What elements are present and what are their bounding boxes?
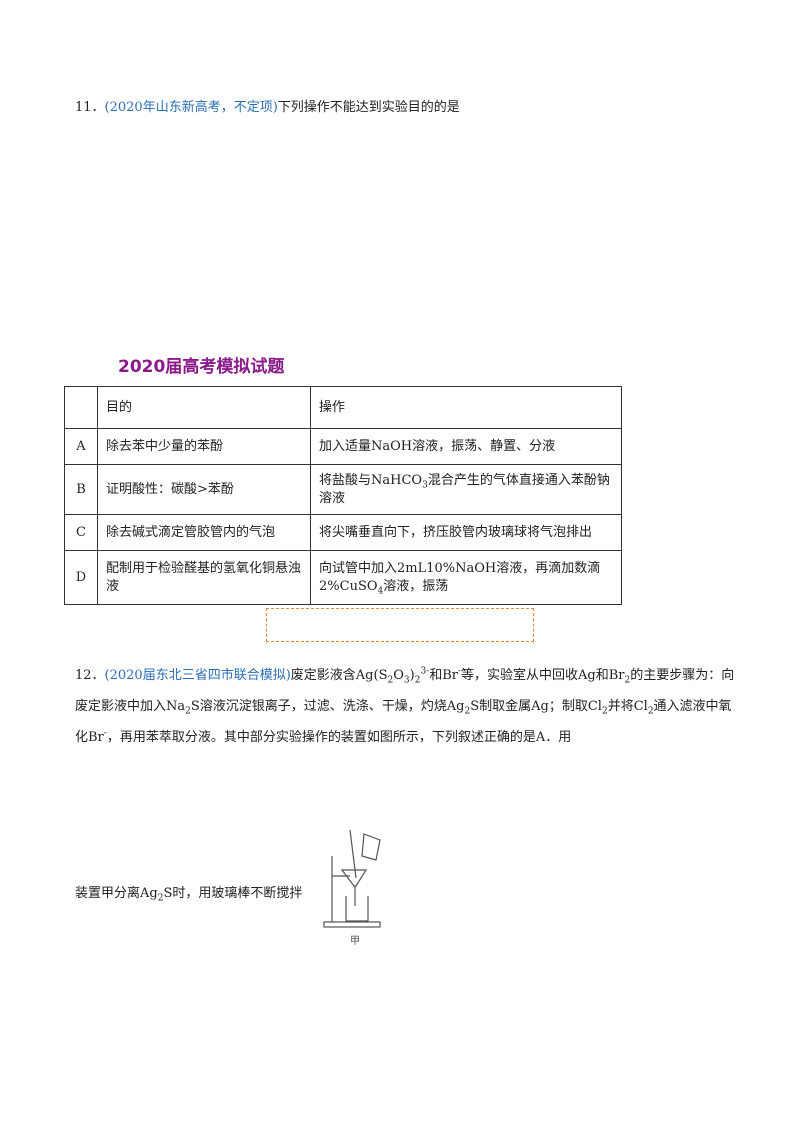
row-purpose: 除去碱式滴定管胶管内的气泡 [97, 514, 311, 551]
row-operation: 加入适量NaOH溶液，振荡、静置、分液 [310, 428, 622, 465]
table-header-cell: 目的 [97, 386, 311, 429]
table-row: A 除去苯中少量的苯酚 加入适量NaOH溶液，振荡、静置、分液 [64, 428, 622, 465]
option-a-text: 装置甲分离Ag2S时，用玻璃棒不断搅拌 [75, 886, 303, 904]
question-11: 11．(2020年山东新高考，不定项)下列操作不能达到实验目的的是 [75, 98, 460, 118]
table-row: D 配制用于检验醛基的氢氧化铜悬浊液 向试管中加入2mL10%NaOH溶液，再滴… [64, 550, 622, 605]
filtration-apparatus-figure: 甲 [323, 829, 381, 947]
table-header-row: 目的 操作 [64, 386, 622, 429]
dashed-placeholder-box [266, 608, 534, 642]
table-header-cell: 操作 [310, 386, 622, 429]
question-source[interactable]: (2020年山东新高考，不定项) [104, 100, 278, 115]
row-label: D [64, 550, 98, 605]
row-purpose: 除去苯中少量的苯酚 [97, 428, 311, 465]
figure-label: 甲 [350, 936, 360, 947]
question-12: 12．(2020届东北三省四市联合模拟)废定影液含Ag(S2O3)23-和Br-… [75, 666, 735, 745]
question-stem: 下列操作不能达到实验目的的是 [277, 100, 460, 115]
section-title: 2020届高考模拟试题 [118, 357, 285, 377]
row-purpose: 配制用于检验醛基的氢氧化铜悬浊液 [97, 550, 311, 605]
question-source[interactable]: (2020届东北三省四市联合模拟) [104, 668, 291, 683]
table-row: B 证明酸性：碳酸>苯酚 将盐酸与NaHCO3混合产生的气体直接通入苯酚钠溶液 [64, 464, 622, 515]
row-operation: 将盐酸与NaHCO3混合产生的气体直接通入苯酚钠溶液 [310, 464, 622, 515]
row-operation: 向试管中加入2mL10%NaOH溶液，再滴加数滴2%CuSO4溶液，振荡 [310, 550, 622, 605]
row-operation: 将尖嘴垂直向下，挤压胶管内玻璃球将气泡排出 [310, 514, 622, 551]
table-row: C 除去碱式滴定管胶管内的气泡 将尖嘴垂直向下，挤压胶管内玻璃球将气泡排出 [64, 514, 622, 551]
glass-rod [349, 829, 357, 879]
operations-table: 目的 操作 A 除去苯中少量的苯酚 加入适量NaOH溶液，振荡、静置、分液 B … [64, 386, 622, 605]
row-purpose: 证明酸性：碳酸>苯酚 [97, 464, 311, 515]
question-number: 12． [75, 668, 105, 683]
question-number: 11． [75, 100, 105, 115]
beaker [345, 896, 369, 922]
stand-base [323, 921, 381, 928]
table-header-cell [64, 386, 98, 429]
row-label: A [64, 428, 98, 465]
funnel [340, 869, 368, 887]
row-label: C [64, 514, 98, 551]
row-label: B [64, 464, 98, 515]
pouring-beaker [361, 833, 381, 861]
